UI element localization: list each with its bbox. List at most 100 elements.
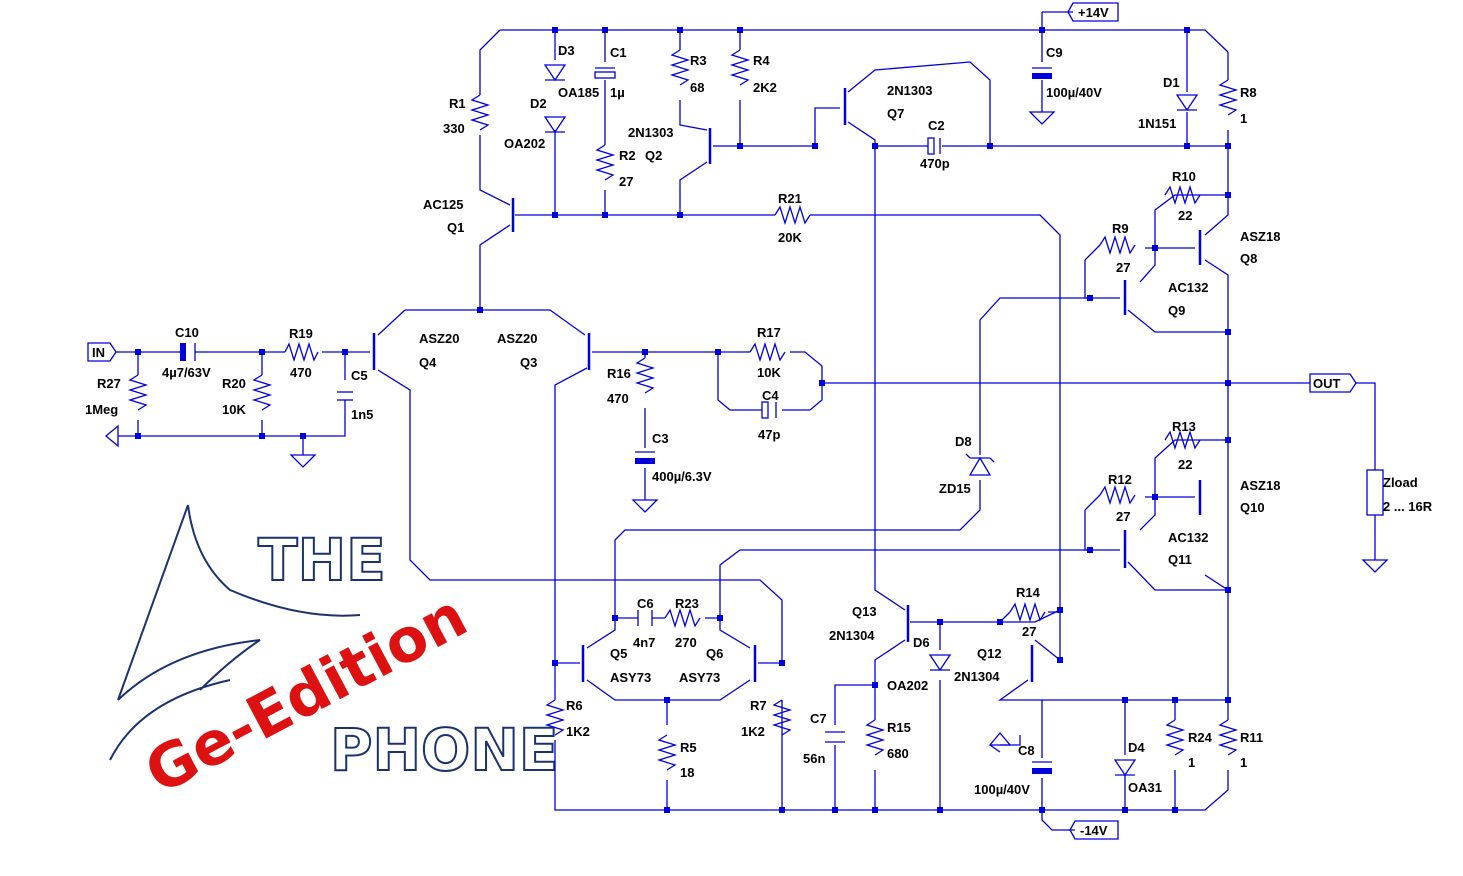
c1-ref: C1 (610, 45, 627, 60)
c8-ref: C8 (1018, 743, 1035, 758)
r10-ref: R10 (1172, 169, 1196, 184)
r4-ref: R4 (753, 53, 770, 68)
q9-ref: Q9 (1168, 303, 1185, 318)
port-in: IN (92, 345, 105, 360)
r2-ref: R2 (619, 148, 636, 163)
port-out: OUT (1313, 376, 1341, 391)
c3-symbol (635, 451, 655, 464)
r6-value: 1K2 (566, 724, 590, 739)
r9-value: 27 (1116, 260, 1130, 275)
r6-symbol (544, 699, 566, 736)
q5-ref: Q5 (610, 646, 627, 661)
c6-ref: C6 (637, 596, 654, 611)
q4-value: ASZ20 (419, 331, 459, 346)
zload-ref: Zload (1383, 475, 1418, 490)
q12-value: 2N1304 (954, 669, 1000, 684)
d3-ref: D3 (558, 43, 575, 58)
r7-symbol (771, 699, 793, 736)
d2-ref: D2 (530, 96, 547, 111)
r27-value: 1Meg (85, 402, 118, 417)
r23-symbol (664, 607, 701, 629)
c9-symbol (1032, 67, 1052, 79)
d3-value: OA185 (558, 85, 599, 100)
q8-value: ASZ18 (1240, 229, 1280, 244)
r4-symbol (729, 49, 751, 86)
r6-ref: R6 (566, 698, 583, 713)
r14-symbol (1009, 601, 1046, 623)
c4-ref: C4 (762, 388, 779, 403)
r2-value: 27 (619, 174, 633, 189)
r20-value: 10K (222, 402, 246, 417)
q13-ref: Q13 (852, 604, 877, 619)
r14-ref: R14 (1016, 585, 1041, 600)
d8-ref: D8 (955, 434, 972, 449)
q3-value: ASZ20 (497, 331, 537, 346)
r2-symbol (594, 144, 616, 181)
r21-value: 20K (778, 230, 802, 245)
r3-ref: R3 (690, 53, 707, 68)
r12-ref: R12 (1108, 472, 1132, 487)
q7-value: 2N1303 (887, 83, 933, 98)
c5-symbol (337, 391, 353, 401)
q12-ref: Q12 (977, 646, 1002, 661)
d6-value: OA202 (887, 678, 928, 693)
r17-symbol (749, 341, 786, 363)
r23-value: 270 (675, 635, 697, 650)
r5-symbol (656, 734, 678, 771)
diodes (543, 64, 1199, 777)
transistors (372, 88, 1202, 682)
r24-symbol (1164, 719, 1186, 756)
r1-symbol (469, 94, 491, 131)
port-vneg: -14V (1080, 823, 1108, 838)
q11-value: AC132 (1168, 530, 1208, 545)
q10-value: ASZ18 (1240, 478, 1280, 493)
c4-value: 47p (758, 427, 780, 442)
q5-value: ASY73 (610, 670, 651, 685)
q4-ref: Q4 (419, 355, 437, 370)
ground-symbol (631, 499, 659, 513)
r16-ref: R16 (607, 366, 631, 381)
r13-symbol (1164, 429, 1201, 451)
r19-ref: R19 (289, 326, 313, 341)
r5-value: 18 (680, 765, 694, 780)
q13-value: 2N1304 (829, 628, 875, 643)
r7-value: 1K2 (741, 724, 765, 739)
ground-symbol (1361, 559, 1389, 573)
r16-value: 470 (607, 391, 629, 406)
c9-value: 100µ/40V (1046, 85, 1102, 100)
q2-ref: Q2 (645, 148, 662, 163)
d1-value: 1N151 (1138, 116, 1176, 131)
ground-symbol (289, 454, 317, 468)
d1-symbol (1175, 94, 1199, 112)
c2-symbol (927, 137, 941, 155)
c10-symbol (180, 343, 196, 361)
r3-symbol (669, 49, 691, 86)
r17-value: 10K (757, 365, 781, 380)
r13-ref: R13 (1172, 419, 1196, 434)
r8-symbol (1217, 79, 1239, 116)
c6-value: 4n7 (633, 635, 655, 650)
q1-value: AC125 (423, 197, 463, 212)
r27-ref: R27 (97, 376, 121, 391)
d8-value: ZD15 (939, 481, 971, 496)
q3-ref: Q3 (520, 355, 537, 370)
c10-value: 4µ7/63V (162, 365, 211, 380)
r19-symbol (284, 341, 319, 363)
d2-value: OA202 (504, 136, 545, 151)
d6-ref: D6 (913, 635, 930, 650)
r10-symbol (1164, 184, 1201, 206)
q9-value: AC132 (1168, 280, 1208, 295)
r15-value: 680 (887, 746, 909, 761)
zload-value: 2 ... 16R (1383, 499, 1433, 514)
r1-value: 330 (443, 121, 465, 136)
c7-value: 56n (803, 751, 825, 766)
r5-ref: R5 (680, 740, 697, 755)
r9-symbol (1099, 234, 1136, 256)
c8-symbol (1032, 761, 1052, 774)
r20-ref: R20 (222, 376, 246, 391)
q2-value: 2N1303 (628, 125, 674, 140)
r12-value: 27 (1116, 509, 1130, 524)
d2-symbol (543, 116, 567, 134)
c7-ref: C7 (810, 711, 827, 726)
r11-symbol (1217, 719, 1239, 756)
